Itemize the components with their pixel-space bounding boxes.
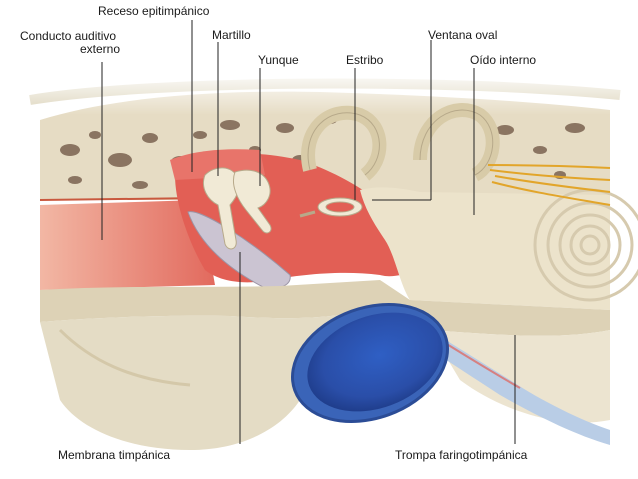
stapes xyxy=(299,197,363,218)
tympanic-membrane xyxy=(187,211,291,289)
label-conducto-auditivo-line1: Conducto auditivo xyxy=(20,29,117,43)
incus xyxy=(232,169,272,234)
label-conducto-auditivo-line2: externo xyxy=(80,42,121,56)
label-martillo: Martillo xyxy=(212,28,251,42)
temporal-bone-lower xyxy=(40,280,610,450)
label-yunque: Yunque xyxy=(258,53,299,67)
ossicles xyxy=(203,167,363,250)
label-trompa-faringotimpanica: Trompa faringotimpánica xyxy=(395,448,528,462)
label-ventana-oval: Ventana oval xyxy=(428,28,498,42)
label-oido-interno: Oído interno xyxy=(470,53,537,67)
leader-lines xyxy=(101,20,516,444)
label-estribo: Estribo xyxy=(346,53,384,67)
label-receso-epitimpanico: Receso epitimpánico xyxy=(98,4,210,18)
label-membrana-timpanica: Membrana timpánica xyxy=(58,448,171,462)
jugular-vessel xyxy=(291,303,449,423)
vestibulocochlear-nerve xyxy=(487,164,611,206)
malleus xyxy=(203,167,240,250)
inner-ear xyxy=(301,103,638,310)
